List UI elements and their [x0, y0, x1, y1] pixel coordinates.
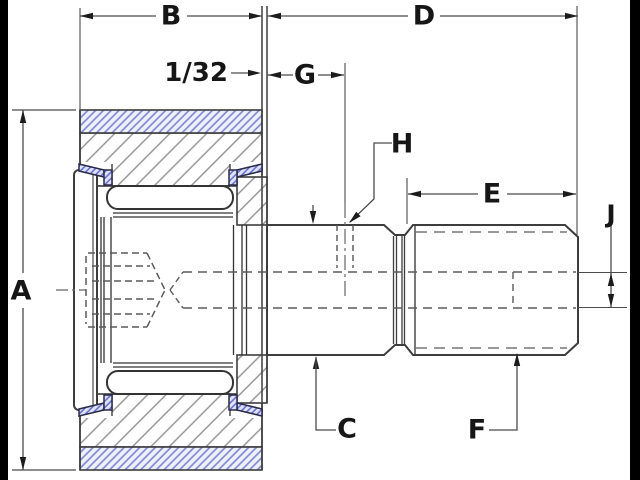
- dimension-offset: 1/32: [164, 58, 261, 88]
- hidden-lines: [56, 203, 576, 349]
- seals: [78, 163, 263, 417]
- dim-label-f: F: [468, 415, 486, 446]
- left-crop-bar: [0, 0, 8, 480]
- dimension-h: H: [349, 129, 414, 223]
- dim-label-h: H: [391, 129, 414, 160]
- hex-socket-left: [85, 252, 166, 328]
- dim-label-b: B: [161, 1, 182, 32]
- right-crop-bar: [630, 0, 640, 480]
- roller-od-band-top: [79, 109, 263, 134]
- dim-label-c: C: [337, 414, 357, 445]
- stud-profile: [266, 224, 579, 356]
- dimension-j: J: [578, 200, 627, 309]
- dimension-d: D: [267, 1, 578, 32]
- dimension-g: G: [267, 60, 346, 203]
- needle-rollers: [100, 185, 248, 395]
- dim-label-d: D: [413, 1, 435, 32]
- dim-label-j: J: [604, 200, 615, 229]
- dim-label-g: G: [294, 60, 316, 91]
- dimension-a: A: [8, 109, 76, 471]
- stud-outline: [266, 224, 579, 356]
- dimension-c: C: [309, 205, 357, 445]
- roller-od-band-bottom: [79, 446, 263, 471]
- dimension-f: F: [468, 353, 521, 446]
- dimension-e: E: [406, 6, 578, 236]
- dim-label-e: E: [483, 179, 501, 210]
- dim-label-a: A: [11, 276, 32, 307]
- dim-label-offset: 1/32: [164, 58, 228, 88]
- dimension-b: B: [79, 1, 262, 110]
- dimensions: A B D 1/32: [8, 1, 627, 471]
